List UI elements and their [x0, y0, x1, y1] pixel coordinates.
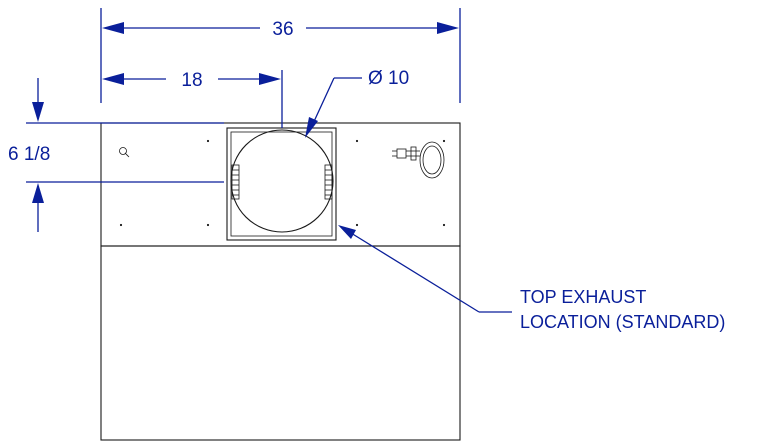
- damper-right: [324, 164, 333, 200]
- screw-dots: [119, 139, 446, 227]
- top-exhaust-callout: TOP EXHAUST LOCATION (STANDARD): [338, 225, 725, 332]
- callout-line-1: TOP EXHAUST: [520, 287, 646, 307]
- duct-offset-label: 6 1/8: [8, 144, 50, 165]
- dimension-duct-offset: 6 1/8: [8, 78, 224, 232]
- mounting-hole-icon: [119, 147, 130, 158]
- exhaust-duct-circle: [230, 129, 334, 233]
- half-width-label: 18: [181, 70, 202, 91]
- dimension-overall-width: 36: [100, 8, 461, 103]
- hood-outline: [100, 122, 461, 441]
- damper-left: [231, 164, 240, 200]
- callout-line-2: LOCATION (STANDARD): [520, 312, 725, 332]
- overall-width-label: 36: [272, 19, 293, 40]
- power-cord-icon: [392, 141, 445, 179]
- dimension-half-width: 18: [102, 70, 283, 128]
- dimension-duct-diameter: Ø 10: [305, 68, 409, 138]
- duct-diameter-label: Ø 10: [368, 68, 409, 89]
